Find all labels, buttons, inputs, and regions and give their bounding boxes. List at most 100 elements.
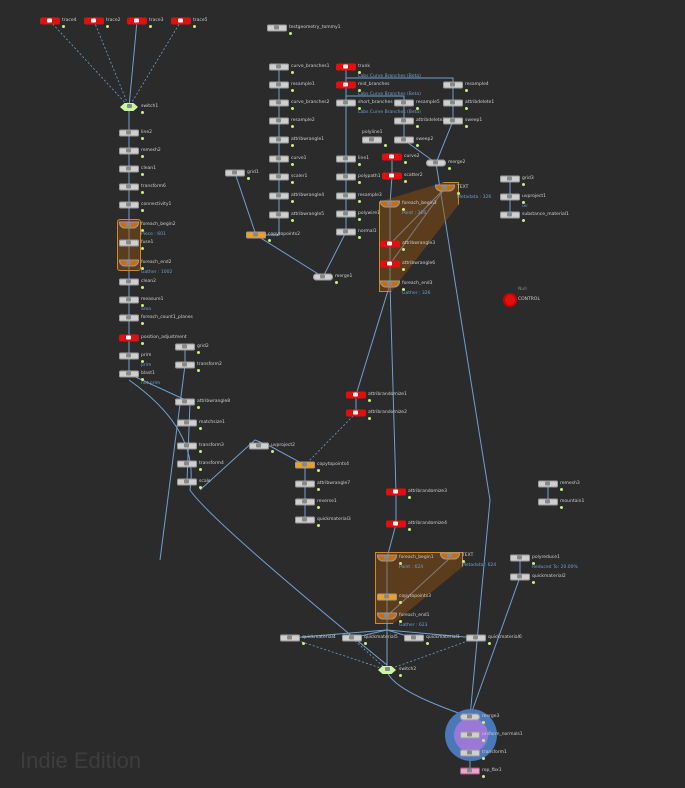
node-quickmaterial6[interactable]: [466, 634, 486, 642]
node-trunk[interactable]: [336, 63, 356, 71]
node-polypath1[interactable]: [336, 173, 356, 181]
node-grid1[interactable]: [225, 169, 245, 177]
node-attribrandomize4[interactable]: [386, 520, 406, 528]
node-quickmaterial1[interactable]: [404, 634, 424, 642]
node-curve2[interactable]: [382, 153, 402, 161]
node-transform5[interactable]: [177, 478, 197, 486]
node-quickmaterial4[interactable]: [280, 634, 300, 642]
node-foreach-begin1[interactable]: [377, 554, 397, 562]
node-attribrandomize3[interactable]: [386, 488, 406, 496]
node-copytopoints4[interactable]: [295, 461, 315, 469]
node-transform4[interactable]: [177, 460, 197, 468]
node-position-adjustment[interactable]: [119, 334, 139, 342]
node-trace3[interactable]: [127, 17, 147, 25]
node-scatter2[interactable]: [382, 172, 402, 180]
node-merge1[interactable]: [313, 273, 333, 281]
node-merge3[interactable]: [460, 713, 480, 721]
node-trace2[interactable]: [84, 17, 104, 25]
node-polywire1[interactable]: [336, 210, 356, 218]
node-matchsize1[interactable]: [177, 419, 197, 427]
node-line2[interactable]: [119, 129, 139, 137]
node-curve-branches1[interactable]: [269, 63, 289, 71]
node-transform3[interactable]: [177, 442, 197, 450]
node-rop-fbx1[interactable]: [460, 767, 480, 775]
node-quickmaterial2[interactable]: [510, 573, 530, 581]
node-copytopoints3[interactable]: [377, 593, 397, 601]
node-transform2[interactable]: [175, 361, 195, 369]
node-substance-material1[interactable]: [500, 211, 520, 219]
node-type-icon: [467, 750, 472, 755]
node-attribdelete1[interactable]: [443, 99, 463, 107]
node-quickmaterial5[interactable]: [342, 634, 362, 642]
node-foreach-begin3[interactable]: [380, 200, 400, 208]
node-attribwrangle1[interactable]: [269, 136, 289, 144]
node-copytopoints2[interactable]: [246, 231, 266, 239]
node-attribdelete2[interactable]: [394, 117, 414, 125]
node-uvproject2[interactable]: [249, 442, 269, 450]
node-foreach-end1[interactable]: [377, 612, 397, 620]
node-resample2[interactable]: [269, 117, 289, 125]
node-short-branches[interactable]: [336, 99, 356, 107]
node-merge2[interactable]: [426, 159, 446, 167]
node-uniform-normals1[interactable]: [460, 731, 480, 739]
node-remesh3[interactable]: [538, 480, 558, 488]
node-polyline1[interactable]: [362, 136, 382, 144]
node-attribwrangle5[interactable]: [269, 211, 289, 219]
node-connectivity1[interactable]: [119, 201, 139, 209]
node-attribwrangle8[interactable]: [175, 398, 195, 406]
node-uvproject1[interactable]: [500, 193, 520, 201]
node-clean1[interactable]: [119, 165, 139, 173]
node-label: quickmaterial5: [364, 635, 398, 640]
node-mid-branches[interactable]: [336, 81, 356, 89]
node-trace4[interactable]: [40, 17, 60, 25]
node-foreach-count1-planes[interactable]: [119, 314, 139, 322]
node-foreach-begin2[interactable]: [119, 221, 139, 229]
node-curve-branches2[interactable]: [269, 99, 289, 107]
node-label: quickmaterial6: [488, 635, 522, 640]
node-flag-icon: [317, 469, 320, 472]
node-resample4[interactable]: [443, 81, 463, 89]
node-prim[interactable]: [119, 352, 139, 360]
node-attribrandomize2[interactable]: [346, 409, 366, 417]
node-scaler1[interactable]: [269, 173, 289, 181]
node-label: curve1: [291, 156, 307, 161]
node-attribrandomize1[interactable]: [346, 391, 366, 399]
node-clean2[interactable]: [119, 278, 139, 286]
node-testgeometry-tommy1[interactable]: [267, 24, 287, 32]
node-sweep2[interactable]: [394, 136, 414, 144]
node-reverse1[interactable]: [295, 498, 315, 506]
node-resample5[interactable]: [394, 99, 414, 107]
node-resample3[interactable]: [336, 192, 356, 200]
node-transform6[interactable]: [119, 183, 139, 191]
node-fuse1[interactable]: [119, 239, 139, 247]
node-transform1[interactable]: [460, 749, 480, 757]
node-attribwrangle7[interactable]: [295, 480, 315, 488]
node-measure1[interactable]: [119, 296, 139, 304]
node-sweep1[interactable]: [443, 117, 463, 125]
node-line1[interactable]: [336, 155, 356, 163]
node-attribwrangle4[interactable]: [269, 192, 289, 200]
node-normal1[interactable]: [336, 228, 356, 236]
node-grid2[interactable]: [175, 343, 195, 351]
node-switch1[interactable]: [120, 103, 138, 111]
node-trace5[interactable]: [171, 17, 191, 25]
node-foreach-begin1b[interactable]: [440, 552, 460, 560]
node-curve1[interactable]: [269, 155, 289, 163]
node-mountain1[interactable]: [538, 498, 558, 506]
node-resample1[interactable]: [269, 81, 289, 89]
node-flag-icon: [106, 25, 109, 28]
node-blast1[interactable]: [119, 370, 139, 378]
node-quickmaterial3[interactable]: [295, 516, 315, 524]
node-label: quickmaterial4: [302, 635, 336, 640]
node-foreach-end2[interactable]: [119, 259, 139, 267]
node-foreach-begin3b[interactable]: [435, 184, 455, 192]
node-polyreduce1[interactable]: [510, 554, 530, 562]
node-attribwrangle6[interactable]: [380, 260, 400, 268]
node-remesh2[interactable]: [119, 147, 139, 155]
node-foreach-end3[interactable]: [380, 280, 400, 288]
control-null-node[interactable]: [505, 295, 515, 305]
node-grid3[interactable]: [500, 175, 520, 183]
node-type-icon: [126, 166, 131, 171]
node-attribwrangle3[interactable]: [380, 240, 400, 248]
node-switch2[interactable]: [378, 666, 396, 674]
